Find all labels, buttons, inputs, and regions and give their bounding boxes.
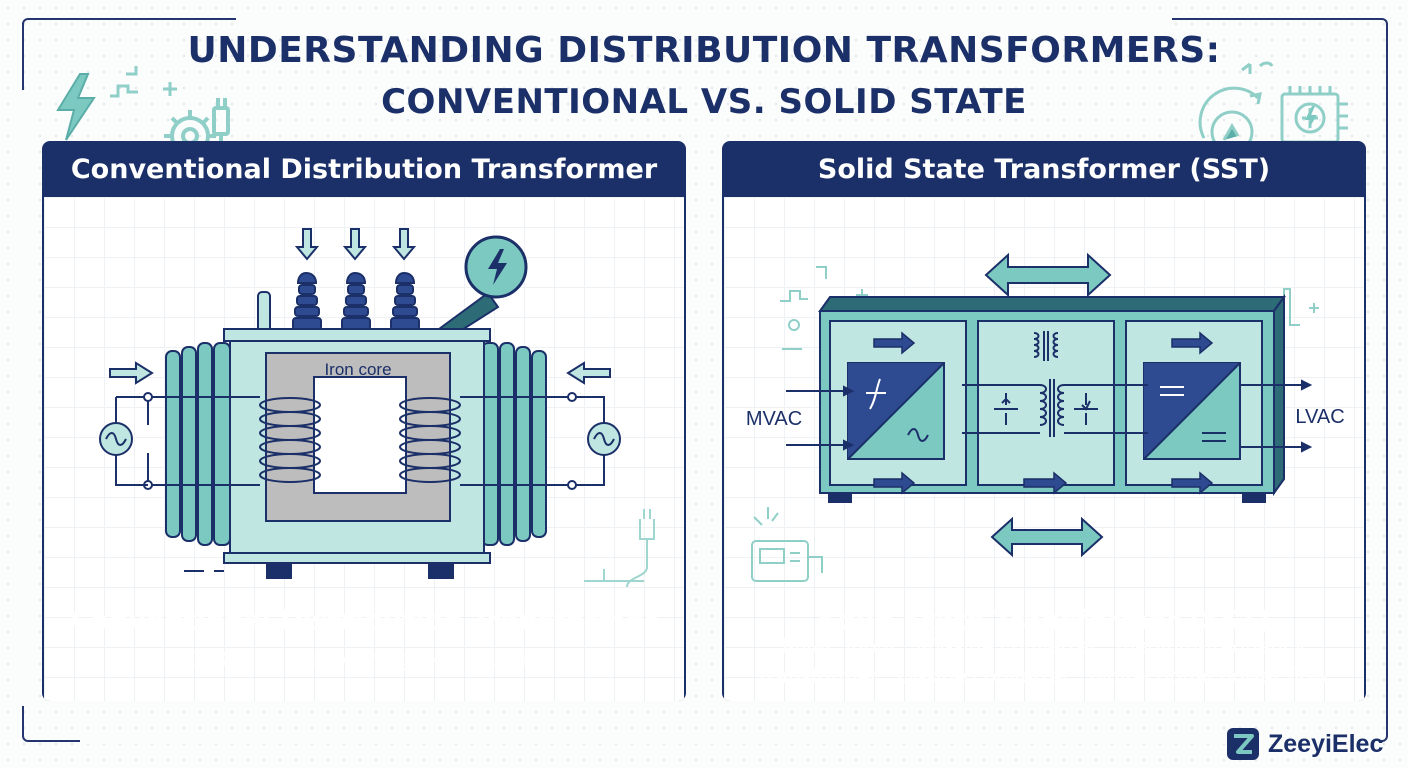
brand-logo-icon [1227, 728, 1259, 760]
page-title-line-2: CONVENTIONAL VS. SOLID STATE [381, 82, 1027, 122]
lightning-icon [1305, 106, 1317, 130]
conventional-transformer-diagram: Iron core [99, 228, 655, 588]
tank-foot-left [266, 563, 292, 579]
conventional-footer-title: Conventional Distribution Transformer [70, 605, 658, 636]
enclosure-top [818, 296, 1286, 312]
frame-gap-left [14, 90, 30, 706]
ac-source-icon [99, 422, 133, 456]
lvac-label: LVAC [1295, 406, 1344, 428]
meter-icon [751, 507, 823, 582]
conventional-diagram-area: Iron core [44, 197, 684, 701]
ac-source-icon [587, 422, 621, 456]
enclosure-side [1273, 293, 1285, 497]
medium-frequency-transformer-symbol [962, 331, 1148, 437]
tank-foot-right [428, 563, 454, 579]
cooling-fins-left [165, 342, 231, 546]
page-title-line-1: UNDERSTANDING DISTRIBUTION TRANSFORMERS: [187, 30, 1221, 71]
mvac-input-wires [786, 385, 855, 451]
plug-icon [584, 509, 655, 588]
bidirectional-arrow-bottom [990, 516, 1104, 558]
conventional-panel-header: Conventional Distribution Transformer [70, 153, 658, 185]
secondary-coil [399, 397, 461, 483]
conventional-transformer-panel: Conventional Distribution Transformer [42, 141, 686, 701]
input-arrow-right [566, 361, 611, 385]
primary-coil [259, 397, 321, 483]
frame-gap-bottom [80, 730, 1380, 744]
iron-core-label: Iron core [324, 360, 391, 379]
iron-core [265, 352, 451, 522]
brand-logo: ZeeyiElec [1226, 726, 1383, 762]
bidirectional-arrow-top [984, 252, 1112, 298]
sst-diagram-area: MVAC LVAC [724, 197, 1364, 701]
flow-arrows [873, 331, 1214, 495]
sst-panel: Solid State Transformer (SST) [722, 141, 1366, 701]
input-arrow-left [109, 361, 154, 385]
cooling-fins-right [481, 342, 547, 546]
mvac-label: MVAC [746, 408, 802, 430]
bushings [292, 271, 420, 331]
frame-gap-top [236, 10, 1172, 26]
sst-footer-title: Solid State Transformer (SST) [817, 605, 1271, 636]
tank-lid [223, 328, 491, 342]
breather [257, 291, 271, 335]
conventional-footer-subtitle: 50/60 Hz · passive magnetic coupling [176, 647, 552, 671]
lightning-icon [56, 73, 96, 141]
secondary-circuit [460, 396, 605, 486]
tank-base [223, 552, 491, 564]
converter-icon [1143, 362, 1241, 460]
lvac-output-wires [1240, 379, 1313, 453]
gear-icon [164, 110, 216, 150]
decor-waveforms-left [780, 266, 868, 350]
sst-panel-header: Solid State Transformer (SST) [817, 153, 1271, 185]
sst-footer-subtitle-line-1: MVAC input · MV-side converter · medium-… [782, 634, 1306, 658]
sst-footer-subtitle-line-2: transformer · LV-side converter · bidire… [759, 664, 1329, 688]
gauge-lightning-icon [464, 235, 528, 299]
sst-diagram: MVAC LVAC [746, 252, 1345, 582]
brand-name: ZeeyiElec [1268, 729, 1384, 758]
converter-icon [847, 362, 945, 460]
input-down-arrows [294, 228, 417, 261]
